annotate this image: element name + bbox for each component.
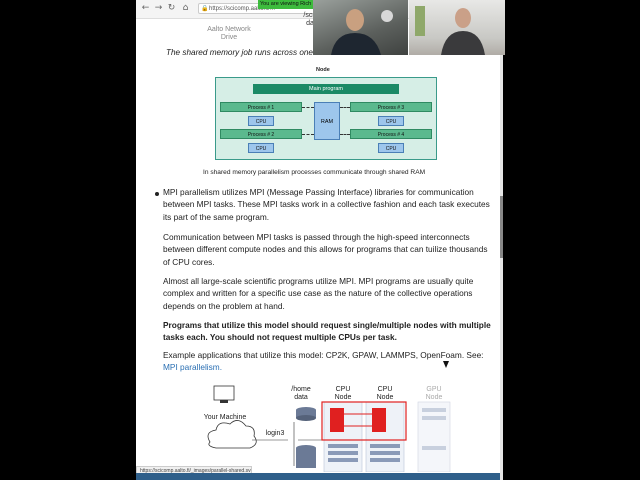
gpu-node-label: GPU Node	[425, 386, 443, 401]
rack-unit-icon	[422, 416, 446, 420]
home-icon[interactable]: ⌂	[182, 3, 189, 13]
storage-disk-icon	[296, 410, 316, 418]
vertical-scrollbar[interactable]	[500, 0, 503, 480]
example-apps-text: Example applications that utilize this m…	[163, 350, 484, 360]
process-3-box: Process # 3	[350, 102, 432, 112]
reload-icon[interactable]: ↻	[167, 3, 176, 13]
rack-unit-icon	[422, 446, 446, 450]
cpu-box-4: CPU	[378, 143, 404, 153]
highlighted-cpu-icon	[330, 408, 344, 432]
webcam-feed-2	[409, 0, 505, 55]
mpi-parallelism-link[interactable]: MPI parallelism.	[163, 362, 223, 373]
cluster-diagram: Your Machine login3 /home data CPU Node …	[190, 384, 452, 473]
rack-unit-icon	[328, 444, 358, 448]
paragraph-example-apps: Example applications that utilize this m…	[163, 349, 493, 374]
connector-line	[302, 107, 314, 108]
mouse-cursor-icon	[443, 361, 449, 368]
connector-line	[340, 134, 350, 135]
cpu-box-1: CPU	[248, 116, 274, 126]
back-arrow-icon[interactable]: ←	[141, 3, 150, 13]
login-node-label: login3	[265, 430, 285, 437]
scrollbar-thumb[interactable]	[500, 196, 503, 258]
scratch-data-label: /scra dat	[303, 12, 319, 27]
figure-top-caption: The shared memory job runs across one no…	[166, 48, 334, 57]
connector-line	[340, 107, 350, 108]
your-machine-label: Your Machine	[203, 414, 247, 421]
browser-window: ← → ↻ ⌂ 🔒 https://scicomp.aalto.fi/... Y…	[136, 0, 503, 480]
paragraph-large-scale: Almost all large-scale scientific progra…	[163, 276, 474, 311]
url-text: https://scicomp.aalto.fi/...	[209, 6, 276, 12]
rack-unit-icon	[370, 444, 400, 448]
screen-share-banner: You are viewing Rich	[258, 0, 315, 9]
highlight-frame	[321, 401, 407, 441]
bullet-icon	[155, 192, 159, 196]
process-4-box: Process # 4	[350, 129, 432, 139]
forward-arrow-icon[interactable]: →	[154, 3, 163, 13]
node-label: Node	[316, 67, 330, 73]
rack-unit-icon	[328, 451, 358, 455]
ram-box: RAM	[314, 102, 340, 140]
page-bottom-bar	[136, 473, 503, 480]
home-data-label: /home data	[291, 386, 311, 401]
process-1-box: Process # 1	[220, 102, 302, 112]
paragraph-request-advice: Programs that utilize this model should …	[163, 320, 491, 343]
monitor-icon	[213, 385, 235, 401]
main-program-box: Main program	[253, 84, 399, 94]
storage-disk-icon	[296, 448, 316, 468]
storage-disk-icon	[296, 415, 316, 421]
figure-caption: In shared memory parallelism processes c…	[203, 169, 426, 176]
gpu-node-column	[417, 401, 451, 473]
cpu-box-2: CPU	[248, 143, 274, 153]
rack-unit-icon	[370, 458, 400, 462]
lock-icon: 🔒	[201, 6, 209, 12]
cpu-node-label-2: CPU Node	[376, 386, 394, 401]
rack-unit-icon	[370, 451, 400, 455]
paragraph-mpi-intro: MPI parallelism utilizes MPI (Message Pa…	[163, 187, 490, 222]
cpu-box-3: CPU	[378, 116, 404, 126]
webcam-feed-1	[313, 0, 408, 55]
page-content: Aalto Network Drive /scra dat	[136, 12, 503, 472]
monitor-stand-icon	[220, 400, 228, 403]
shared-memory-diagram: Main program Process # 1 CPU Process # 2…	[215, 77, 437, 160]
process-2-box: Process # 2	[220, 129, 302, 139]
rack-unit-icon	[328, 458, 358, 462]
aalto-network-drive-label: Aalto Network Drive	[207, 26, 251, 41]
cpu-node-label-1: CPU Node	[334, 386, 352, 401]
highlighted-cpu-icon	[372, 408, 386, 432]
paragraph-communication: Communication between MPI tasks is passe…	[163, 232, 488, 267]
rack-unit-icon	[422, 408, 446, 412]
cloud-icon	[207, 420, 257, 449]
connector-line	[302, 134, 314, 135]
person-silhouette-icon	[415, 6, 485, 55]
person-silhouette-icon	[331, 9, 393, 55]
cluster-diagram-svg	[207, 385, 451, 473]
